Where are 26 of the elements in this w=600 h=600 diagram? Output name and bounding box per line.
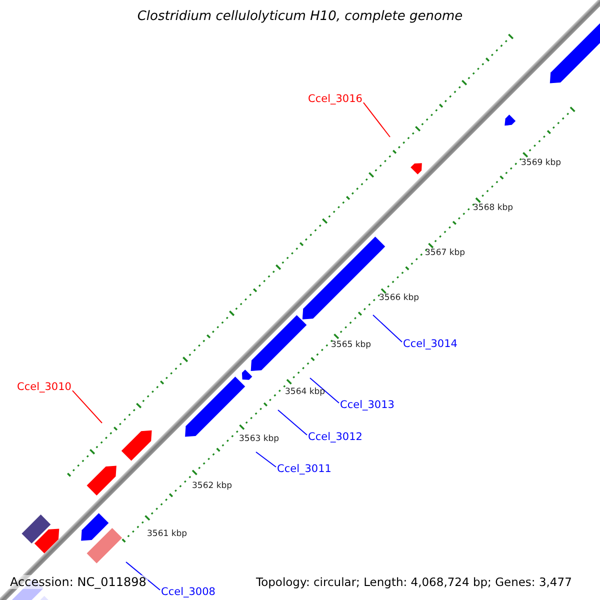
leader-line	[126, 562, 160, 590]
gene-label: Ccel_3011	[277, 463, 332, 476]
gene-label: Ccel_3014	[403, 338, 458, 351]
footer-text: Accession: NC_011898	[8, 575, 148, 590]
gene-label: Ccel_3012	[308, 431, 362, 444]
leader-line	[278, 410, 308, 436]
tick-label: 3565 kbp	[331, 340, 372, 350]
tick-label: 3563 kbp	[239, 434, 280, 444]
leader-line	[72, 390, 102, 424]
tick-label: 3562 kbp	[192, 481, 232, 492]
leader-line	[256, 452, 276, 468]
footer-text: Topology: circular; Length: 4,068,724 bp; Genes: 3,477	[256, 576, 572, 590]
tick-label: 3564 kbp	[285, 387, 326, 398]
gene-label: Ccel_3016	[308, 93, 362, 106]
gene-label: Ccel_3010	[17, 381, 72, 394]
tick-label: 3561 kbp	[147, 529, 188, 540]
tick-label: 3568 kbp	[473, 203, 514, 214]
leader-line	[310, 378, 340, 404]
tick-label: 3567 kbp	[425, 248, 466, 258]
tick-label: 3569 kbp	[521, 158, 562, 168]
leader-line	[362, 102, 390, 138]
title: Clostridium cellulolyticum H10, complete genome	[136, 9, 464, 25]
gene-label: Ccel_3013	[340, 399, 394, 412]
gene-label: Ccel_3008	[161, 586, 216, 599]
tick-label: 3566 kbp	[379, 293, 420, 304]
leader-line	[372, 314, 402, 342]
